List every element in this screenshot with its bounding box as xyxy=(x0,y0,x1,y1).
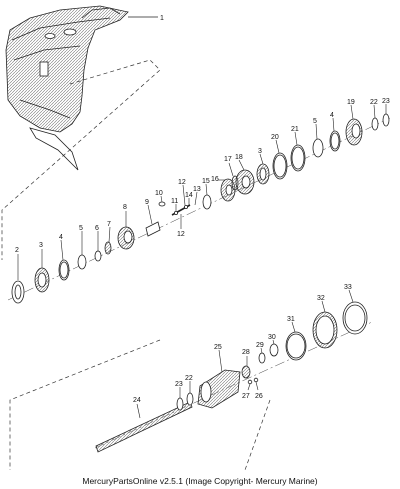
callout-24: 24 xyxy=(133,397,141,404)
callout-21: 21 xyxy=(291,126,299,133)
part-6 xyxy=(94,250,102,262)
callout-7: 7 xyxy=(107,221,111,228)
part-22 xyxy=(371,117,379,131)
part-28 xyxy=(241,365,251,379)
callout-29: 29 xyxy=(256,342,264,349)
callout-numbers: 2 3 4 5 6 7 8 9 10 11 12 14 13 12 15 16 … xyxy=(15,98,390,404)
part-24-prop-shaft xyxy=(95,401,193,453)
callout-3: 3 xyxy=(39,242,43,249)
callout-26: 26 xyxy=(255,393,263,400)
callout-5b: 5 xyxy=(313,118,317,125)
callout-5: 5 xyxy=(79,225,83,232)
callout-31: 31 xyxy=(287,316,295,323)
part-5b-washer xyxy=(312,138,324,158)
part-22b xyxy=(186,392,194,406)
callout-22b: 22 xyxy=(185,375,193,382)
leader-lines xyxy=(17,104,387,419)
part-27 xyxy=(247,379,253,385)
callout-2: 2 xyxy=(15,247,19,254)
callout-4: 4 xyxy=(59,234,63,241)
part-15-ring xyxy=(202,194,212,210)
part-7 xyxy=(104,241,112,255)
copyright-footer: MercuryPartsOnline v2.5.1 (Image Copyrig… xyxy=(82,476,318,486)
callout-14: 14 xyxy=(185,192,193,199)
callout-23: 23 xyxy=(382,98,390,105)
part-23 xyxy=(382,113,390,127)
callout-19: 19 xyxy=(347,99,355,106)
part-10 xyxy=(158,201,166,207)
part-9-spool xyxy=(145,221,161,237)
lower-parts xyxy=(95,301,368,453)
part-23b xyxy=(176,397,184,411)
callout-6: 6 xyxy=(95,225,99,232)
part-5-washer xyxy=(77,254,87,270)
part-29 xyxy=(258,352,266,364)
callout-3b: 3 xyxy=(258,148,262,155)
callout-25: 25 xyxy=(214,344,222,351)
callout-22: 22 xyxy=(370,99,378,106)
upper-axis xyxy=(7,117,391,301)
part-26 xyxy=(253,377,259,383)
callout-1: 1 xyxy=(160,15,164,22)
callout-15: 15 xyxy=(202,178,210,185)
callout-10: 10 xyxy=(155,190,163,197)
callout-4b: 4 xyxy=(330,112,334,119)
callout-18: 18 xyxy=(235,154,243,161)
callout-28: 28 xyxy=(242,349,250,356)
callout-8: 8 xyxy=(123,204,127,211)
callout-11: 11 xyxy=(171,198,178,205)
callout-16: 16 xyxy=(211,176,219,183)
dashed-guide-lines xyxy=(1,59,271,471)
callout-13: 13 xyxy=(193,186,201,193)
callout-12a: 12 xyxy=(178,179,186,186)
callout-9: 9 xyxy=(145,199,149,206)
upper-parts xyxy=(11,113,390,304)
callout-30: 30 xyxy=(268,334,276,341)
callout-12b: 12 xyxy=(177,231,185,238)
gear-housing xyxy=(5,5,129,171)
part-30 xyxy=(269,343,279,357)
callout-32: 32 xyxy=(317,295,325,302)
callout-33: 33 xyxy=(344,284,352,291)
callout-27: 27 xyxy=(242,393,250,400)
callout-17: 17 xyxy=(224,156,232,163)
callout-20: 20 xyxy=(271,134,279,141)
callout-23b: 23 xyxy=(175,381,183,388)
